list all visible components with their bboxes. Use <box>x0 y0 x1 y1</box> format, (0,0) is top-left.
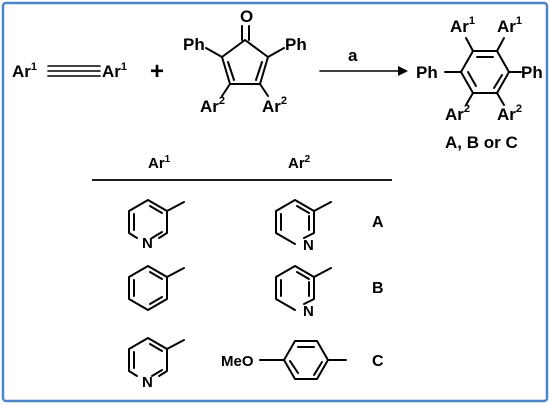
bottom-left-ar-label: Ar2 <box>200 95 225 116</box>
methoxy-label: MeO <box>221 353 254 370</box>
product-bottom-left-label: Ar2 <box>445 103 470 124</box>
bond-bottom-right-product <box>496 92 505 106</box>
cyclopentadienone: O Ph Ph Ar2 Ar2 <box>183 7 307 116</box>
arrow-head <box>398 66 408 76</box>
ar2-4-methoxyphenyl-structure: MeO <box>221 340 347 380</box>
bond-bottom-left-ar <box>221 83 231 97</box>
alkyne-left-label: Ar1 <box>12 61 37 81</box>
product-double-bond-3 <box>467 71 477 87</box>
plus-sign: + <box>150 58 164 85</box>
reaction-arrow: a <box>319 46 408 76</box>
ar2-2-pyridyl-structure: N <box>275 265 332 320</box>
ar1-phenyl-structure <box>128 265 185 311</box>
ring-double-bond-left <box>227 61 235 81</box>
ring-nitrogen: N <box>142 235 153 252</box>
alkyne: Ar1 Ar1 <box>12 61 127 81</box>
ring-nitrogen: N <box>303 237 314 254</box>
bond-right-ph <box>267 47 285 58</box>
ring-nitrogen: N <box>142 374 153 391</box>
left-ph-label: Ph <box>183 35 205 54</box>
compound-label: B <box>372 280 384 297</box>
substituent-table: Ar1 Ar2 N N <box>92 154 392 391</box>
reaction-condition: a <box>348 46 358 65</box>
table-row: N N A <box>128 199 384 254</box>
ar1-3-pyridyl-structure: N <box>128 337 185 391</box>
bond-top-left <box>465 37 474 52</box>
bottom-right-ar-label: Ar2 <box>262 95 287 116</box>
product-bottom-right-label: Ar2 <box>497 103 522 124</box>
ring-nitrogen: N <box>303 303 314 320</box>
alkyne-right-label: Ar1 <box>102 61 127 81</box>
table-header-ar2: Ar2 <box>288 154 311 172</box>
bond-top-right <box>496 37 505 52</box>
bond-left-ph <box>205 47 223 58</box>
bond-bottom-right-ar <box>259 83 269 97</box>
ar1-3-pyridyl-structure: N <box>128 199 185 252</box>
ketone-oxygen: O <box>240 7 253 26</box>
ar2-2-pyridyl-structure: N <box>275 199 332 254</box>
compound-label: C <box>372 353 384 370</box>
product-left-ph-label: Ph <box>416 63 438 82</box>
product-double-bond-2 <box>493 74 503 89</box>
product: Ar1 Ar1 Ph Ph Ar2 Ar2 A, B or C <box>416 15 543 152</box>
product-top-right-label: Ar1 <box>497 15 522 36</box>
right-ph-label: Ph <box>285 35 307 54</box>
five-membered-ring <box>221 39 269 85</box>
product-right-ph-label: Ph <box>521 63 543 82</box>
table-header-ar1: Ar1 <box>148 154 171 172</box>
compound-label: A <box>372 214 384 231</box>
ring-double-bond-right <box>255 61 263 81</box>
bond-bottom-left-product <box>465 92 474 106</box>
table-row: N MeO C <box>128 337 384 391</box>
product-top-left-label: Ar1 <box>450 15 475 36</box>
product-caption: A, B or C <box>445 133 518 152</box>
table-row: N B <box>128 265 384 320</box>
